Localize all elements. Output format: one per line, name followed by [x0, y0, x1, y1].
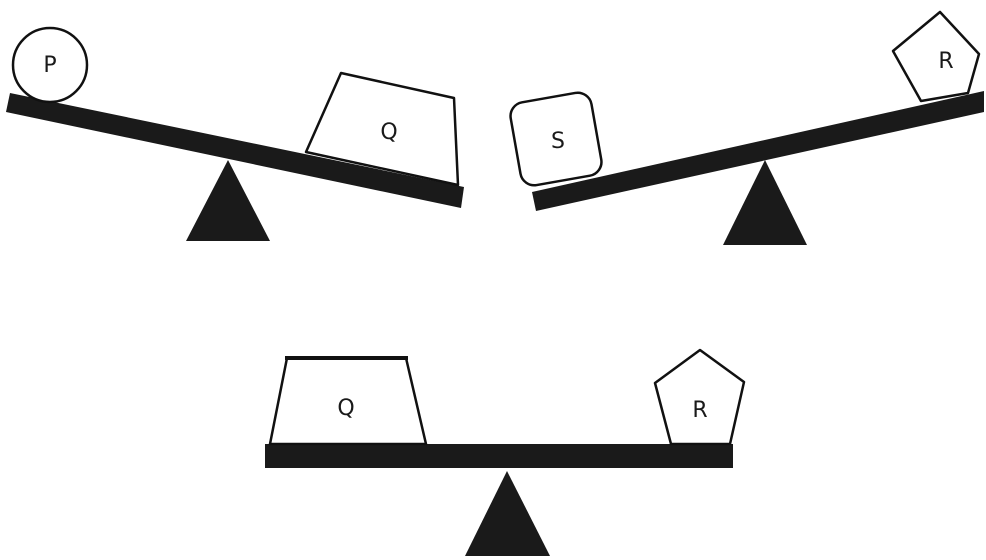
- object-label-q: Q: [337, 396, 354, 421]
- scale-1-left-object: P: [13, 28, 87, 102]
- object-label-r: R: [938, 49, 953, 74]
- scale-3-left-object: Q: [270, 358, 426, 444]
- scale-2-right-object: R: [893, 12, 979, 101]
- scale-1-fulcrum: [186, 160, 270, 241]
- scale-2-left-object: S: [508, 91, 603, 188]
- object-label-r: R: [692, 398, 707, 423]
- pentagon-shape: [893, 12, 979, 101]
- scale-2: S R: [508, 12, 984, 245]
- scale-3: Q R: [265, 350, 744, 556]
- scale-3-fulcrum: [465, 471, 550, 556]
- object-label-p: P: [43, 53, 56, 78]
- scale-3-beam: [265, 444, 733, 468]
- scale-2-fulcrum: [723, 160, 807, 245]
- scale-1: P Q: [6, 28, 464, 241]
- object-label-s: S: [551, 129, 565, 154]
- pentagon-shape: [655, 350, 744, 444]
- object-label-q: Q: [380, 120, 397, 145]
- scale-3-right-object: R: [655, 350, 744, 444]
